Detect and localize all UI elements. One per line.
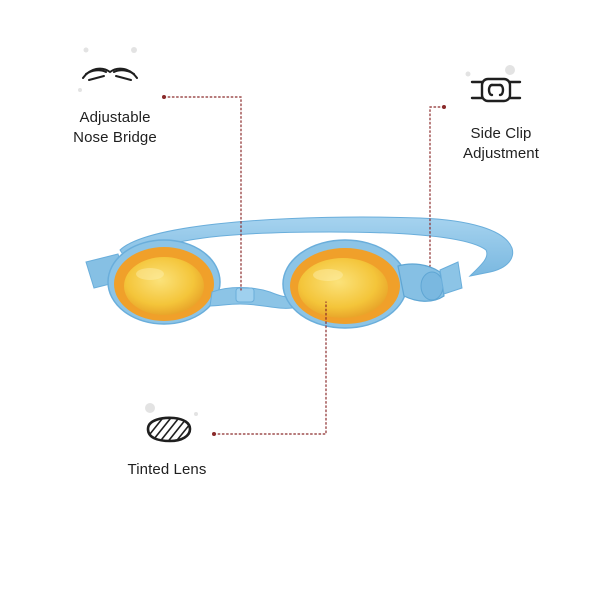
callout-dot-nose-bridge bbox=[162, 95, 166, 99]
side-clip-label-line1: Side Clip bbox=[470, 125, 532, 142]
head-strap bbox=[119, 216, 514, 277]
left-lens bbox=[124, 257, 204, 315]
callout-dot-tinted-lens bbox=[212, 432, 216, 436]
tinted-lens-label: Tinted Lens bbox=[112, 460, 222, 480]
callout-dots bbox=[162, 95, 446, 436]
right-strap-end bbox=[439, 261, 463, 295]
tinted-lens-icon bbox=[142, 414, 194, 444]
nose-bridge-slider bbox=[235, 287, 255, 303]
callout-dot-side-clip bbox=[442, 105, 446, 109]
side-clip-label: Side Clip Adjustment bbox=[436, 124, 566, 164]
side-clip-buckle bbox=[420, 271, 444, 301]
callout-line-nose-bridge bbox=[163, 96, 242, 291]
side-clip-label-line2: Adjustment bbox=[462, 145, 540, 162]
nose-bridge-label: Adjustable Nose Bridge bbox=[50, 108, 180, 148]
callout-line-side-clip bbox=[429, 106, 445, 267]
tinted-lens-label-line1: Tinted Lens bbox=[127, 461, 207, 478]
callout-lines bbox=[163, 96, 445, 435]
right-lens bbox=[298, 258, 388, 318]
nose-bridge-label-line1: Adjustable bbox=[79, 109, 151, 126]
callout-line-tinted-lens bbox=[213, 301, 327, 435]
right-lens-highlight bbox=[313, 269, 343, 281]
decorative-bubbles bbox=[78, 47, 515, 416]
nose-bridge-icon bbox=[80, 62, 140, 84]
nose-bridge-label-line2: Nose Bridge bbox=[73, 129, 157, 146]
left-lens-highlight bbox=[136, 268, 164, 280]
side-clip-icon bbox=[470, 76, 522, 104]
